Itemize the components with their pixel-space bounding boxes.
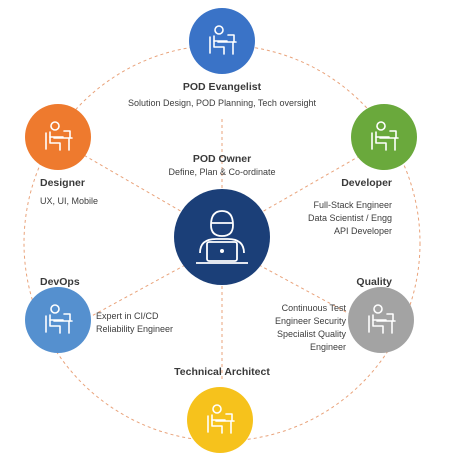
evangelist-title: POD Evangelist xyxy=(182,81,262,93)
person-at-desk-icon xyxy=(371,121,399,151)
connector-quality xyxy=(221,244,371,326)
person-at-desk-icon xyxy=(45,304,73,334)
designer-title: Designer xyxy=(40,177,85,189)
person-laptop-icon xyxy=(196,210,248,264)
quality-desc-line-3: Specialist Quality xyxy=(276,329,346,339)
quality-title: Quality xyxy=(356,276,392,288)
devops-desc-line-1: Expert in CI/CD xyxy=(96,311,159,321)
devops-title: DevOps xyxy=(40,276,80,288)
designer-desc-line-1: UX, UI, Mobile xyxy=(40,196,99,206)
quality-desc-line-2: Engineer Security xyxy=(274,316,346,326)
quality-desc-line-4: Engineer xyxy=(309,342,346,352)
owner-title: POD Owner xyxy=(192,153,252,165)
connector-devops xyxy=(74,244,223,326)
devops-desc-line-2: Reliability Engineer xyxy=(96,324,174,334)
person-at-desk-icon xyxy=(368,304,396,334)
owner-subtitle: Define, Plan & Co-ordinate xyxy=(168,167,276,177)
developer-title: Developer xyxy=(341,177,392,189)
owner-node xyxy=(174,189,270,285)
developer-desc-line-1: Full-Stack Engineer xyxy=(313,200,392,210)
connector-developer xyxy=(221,149,371,236)
person-at-desk-icon xyxy=(207,404,235,434)
connector-designer xyxy=(74,149,223,236)
quality-desc-line-1: Continuous Test xyxy=(281,303,346,313)
developer-desc-line-3: API Developer xyxy=(333,226,392,236)
person-at-desk-icon xyxy=(209,25,237,55)
architect-title: Technical Architect xyxy=(174,366,270,378)
evangelist-desc-line-1: Solution Design, POD Planning, Tech over… xyxy=(128,98,316,108)
developer-desc-line-2: Data Scientist / Engg xyxy=(307,213,392,223)
person-at-desk-icon xyxy=(45,121,73,151)
